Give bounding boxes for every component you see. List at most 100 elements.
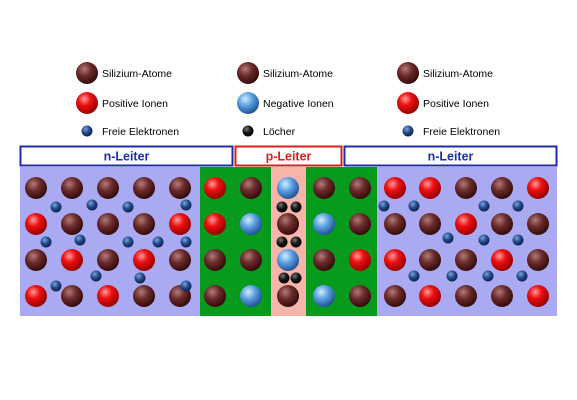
legend-silicon-label: Silizium-Atome — [263, 68, 333, 80]
free-electron — [90, 270, 102, 282]
free-electron — [40, 236, 52, 248]
positive-ion — [491, 249, 513, 271]
legend-positive-ion-label: Positive Ionen — [423, 98, 489, 110]
negative-ion — [277, 177, 299, 199]
silicon-atom — [349, 213, 371, 235]
negative-ion — [240, 285, 262, 307]
silicon-atom — [133, 285, 155, 307]
region-labels: n-Leiter p-Leiter n-Leiter — [19, 145, 558, 167]
free-electron — [152, 236, 164, 248]
hole — [278, 272, 290, 284]
silicon-atom — [240, 249, 262, 271]
silicon-atom — [277, 285, 299, 307]
negative-ion — [277, 249, 299, 271]
n-left-label: n-Leiter — [104, 150, 150, 164]
silicon-atom — [97, 177, 119, 199]
legend-positive-ion-label: Positive Ionen — [102, 98, 168, 110]
silicon-atom — [491, 285, 513, 307]
silicon-atom — [25, 249, 47, 271]
silicon-atom — [240, 177, 262, 199]
silicon-atom — [527, 213, 549, 235]
free-electron — [122, 236, 134, 248]
legend-free-electron-label: Freie Elektronen — [423, 126, 500, 138]
free-electron — [86, 199, 98, 211]
free-electron — [512, 234, 524, 246]
particles — [25, 177, 549, 307]
free-electron — [122, 201, 134, 213]
hole — [276, 201, 288, 213]
silicon-atom — [419, 249, 441, 271]
free-electron — [74, 234, 86, 246]
positive-ion — [455, 213, 477, 235]
negative-ion — [240, 213, 262, 235]
free-electron — [408, 200, 420, 212]
free-electron — [482, 270, 494, 282]
legend-free-electron-label: Freie Elektronen — [102, 126, 179, 138]
free-electron — [516, 270, 528, 282]
free-electron — [180, 236, 192, 248]
p-middle-label-box — [234, 145, 343, 167]
positive-ion — [384, 249, 406, 271]
free-electron — [180, 280, 192, 292]
silicon-atom — [313, 249, 335, 271]
silicon-atom — [204, 285, 226, 307]
positive-ion — [97, 285, 119, 307]
hole — [290, 201, 302, 213]
legend-silicon-label: Silizium-Atome — [423, 68, 493, 80]
silicon-atom — [455, 285, 477, 307]
silicon-atom — [97, 213, 119, 235]
silicon-atom — [491, 213, 513, 235]
positive-ion — [169, 213, 191, 235]
free-electron — [180, 199, 192, 211]
legend-positive-ion-icon — [76, 92, 98, 114]
silicon-atom — [527, 249, 549, 271]
n-right-label: n-Leiter — [428, 150, 474, 164]
positive-ion — [527, 177, 549, 199]
positive-ion — [527, 285, 549, 307]
legend: Silizium-Atome Silizium-Atome Silizium-A… — [76, 62, 500, 138]
silicon-atom — [455, 249, 477, 271]
positive-ion — [25, 285, 47, 307]
free-electron — [50, 280, 62, 292]
legend-hole-icon — [242, 125, 254, 137]
silicon-atom — [277, 213, 299, 235]
legend-negative-ion-label: Negative Ionen — [263, 98, 334, 110]
p-middle-label: p-Leiter — [266, 150, 312, 164]
positive-ion — [419, 177, 441, 199]
legend-hole-label: Löcher — [263, 126, 296, 138]
free-electron — [512, 200, 524, 212]
positive-ion — [204, 177, 226, 199]
legend-silicon-atom-icon — [397, 62, 419, 84]
silicon-atom — [419, 213, 441, 235]
silicon-atom — [491, 177, 513, 199]
positive-ion — [349, 249, 371, 271]
positive-ion — [419, 285, 441, 307]
positive-ion — [25, 213, 47, 235]
legend-positive-ion-icon — [397, 92, 419, 114]
positive-ion — [61, 249, 83, 271]
silicon-atom — [384, 213, 406, 235]
legend-silicon-atom-icon — [237, 62, 259, 84]
hole — [290, 272, 302, 284]
hole — [276, 236, 288, 248]
n-right-label-box — [343, 145, 558, 167]
silicon-atom — [133, 177, 155, 199]
free-electron — [50, 201, 62, 213]
silicon-atom — [349, 285, 371, 307]
silicon-atom — [204, 249, 226, 271]
silicon-atom — [455, 177, 477, 199]
silicon-atom — [61, 285, 83, 307]
free-electron — [134, 272, 146, 284]
hole — [290, 236, 302, 248]
free-electron — [408, 270, 420, 282]
silicon-atom — [97, 249, 119, 271]
free-electron — [478, 200, 490, 212]
n-left-label-box — [19, 145, 234, 167]
free-electron — [478, 234, 490, 246]
negative-ion — [313, 213, 335, 235]
positive-ion — [133, 249, 155, 271]
legend-negative-ion-icon — [237, 92, 259, 114]
silicon-atom — [313, 177, 335, 199]
silicon-atom — [384, 285, 406, 307]
